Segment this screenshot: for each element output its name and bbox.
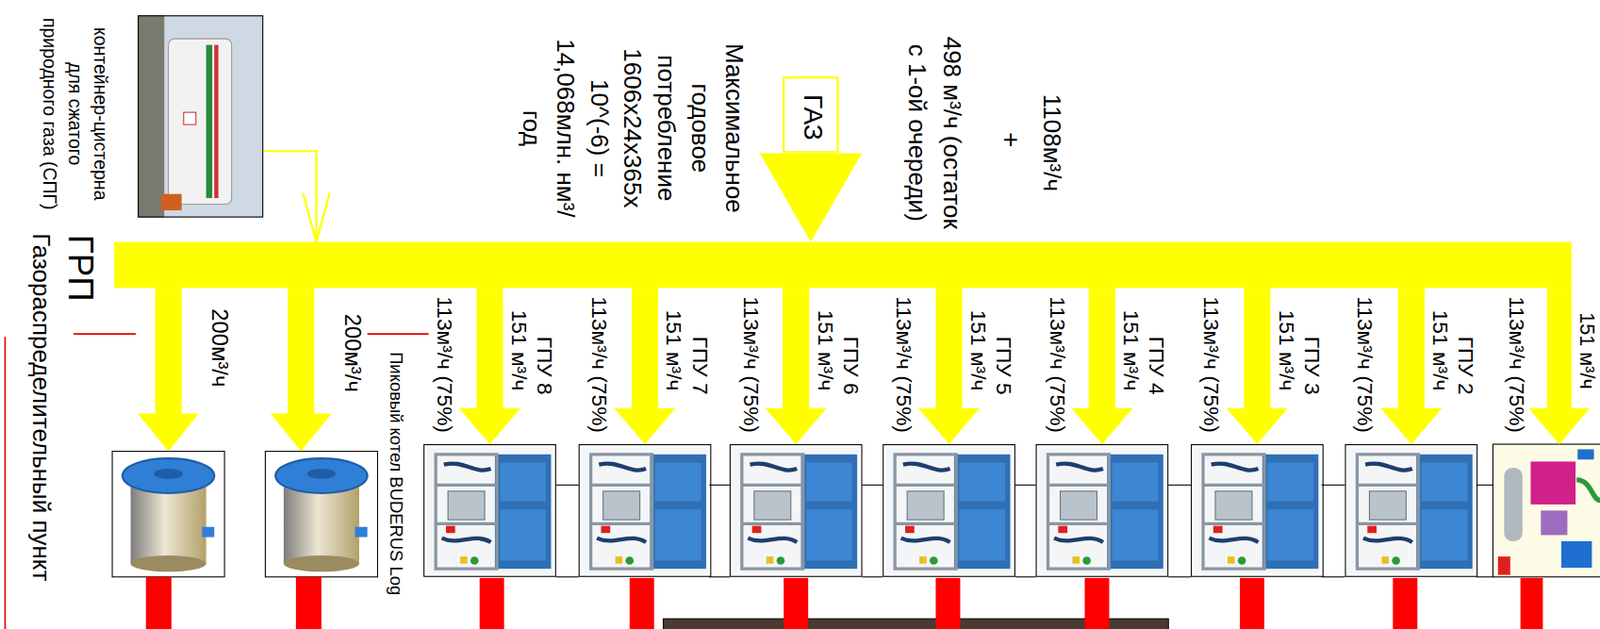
supply-arrows — [137, 287, 1590, 451]
gpu-label: ГПУ 3 — [1299, 336, 1324, 396]
unit-link-lines — [556, 484, 1494, 577]
gpu-flow-75: 113м³/ч (75%) — [586, 296, 611, 433]
gpu-label: ГПУ 5 — [990, 336, 1016, 396]
tank-caption: контейнер-цистерна для сжатого природног… — [35, 16, 113, 211]
gpu-unit-box: ГПУ 8 — [423, 444, 557, 578]
grp-title: ГРП — [60, 233, 100, 301]
gas-box: ГАЗ — [782, 76, 840, 153]
gpu-picture — [732, 446, 859, 574]
gpu-picture — [885, 446, 1012, 574]
tank-photo-box: контейнер-цистерна для сжатого природног… — [137, 15, 264, 217]
grp-name: Газораспределительный пункт — [26, 232, 55, 581]
gas-flow-arrow — [759, 152, 862, 242]
gas-bus-band: ГРПГазораспределительный пункт — [114, 242, 1572, 289]
heat-pipes — [146, 577, 1544, 629]
gpu-unit-box: ГПУ 2 — [1344, 444, 1478, 578]
gpu-picture — [1039, 446, 1166, 574]
gpu-unit-box: ГПУ 5 — [882, 444, 1016, 578]
gpu-flow-75: 113м³/ч (75%) — [1352, 296, 1378, 433]
consumption-note: Максимальное годовое потребление 1606x24… — [514, 22, 751, 232]
boiler-frame — [264, 451, 378, 578]
edge-flow-label: 151 м³/ч — [811, 310, 837, 392]
gpu-label: ГПУ 7 — [686, 336, 711, 396]
gas-label: ГАЗ — [797, 94, 828, 141]
gpu-flow-75: 113м³/ч (75%) — [891, 296, 917, 433]
gpu-picture — [1348, 446, 1475, 574]
edge-flow-label: 151 м³/ч — [1273, 310, 1299, 392]
edge-flow-label: 151 м³/ч — [1118, 310, 1143, 392]
boiler-picture — [275, 458, 367, 572]
boiler-flow: 200м³/ч — [206, 308, 232, 387]
boiler-flow: 200м³/ч — [339, 313, 365, 392]
gpu-flow-75: 113м³/ч (75%) — [432, 296, 458, 433]
chp-scheme-picture — [1492, 444, 1600, 578]
gpu-flow: 151 м³/ч — [1575, 312, 1598, 390]
gas-supply-line — [263, 150, 330, 242]
gpu-unit-box: ГПУ 3 — [1190, 444, 1324, 578]
gpu-label: ГПУ 8 — [531, 336, 557, 396]
edge-flow-label: 151 м³/ч — [506, 310, 531, 392]
boiler-frame — [112, 451, 225, 578]
gpu-unit-box: ГПУ 4 — [1036, 444, 1170, 578]
gpu-label: ГПУ 2 — [1452, 336, 1478, 396]
edge-flow-label: 151 м³/ч — [965, 310, 990, 392]
gpu-flow-75: 113м³/ч (75%) — [1044, 296, 1070, 433]
gpu-flow-75: 113м³/ч (75%) — [738, 296, 763, 433]
gpu-label: ГПУ 4 — [1143, 336, 1169, 396]
gpu-label: ГПУ 6 — [838, 336, 863, 396]
gpu-unit-box: ГПУ 7 — [578, 444, 712, 578]
gpu-flow-75: 113м³/ч (75%) — [1198, 296, 1223, 433]
edge-flow-label: 151 м³/ч — [660, 310, 686, 392]
gpu-picture — [426, 446, 553, 574]
edge-flow-label: 151 м³/ч — [1427, 310, 1452, 392]
gpu-unit-box: ГПУ 6 — [729, 444, 863, 578]
boiler-picture — [122, 458, 215, 572]
gpu-picture — [1193, 446, 1320, 574]
boiler-name: Пиковый котел BUDERUS Log — [386, 351, 407, 595]
flow-value: 1108м³/ч — [1037, 94, 1066, 192]
flow-note: 498 м³/ч (остаток с 1-ой очереди) — [900, 30, 971, 235]
tank-photo — [137, 15, 264, 217]
gpu-picture — [581, 446, 709, 574]
plus-sign: + — [994, 131, 1025, 148]
gpu-flow-75: 113м³/ч (75%) — [1503, 296, 1529, 433]
